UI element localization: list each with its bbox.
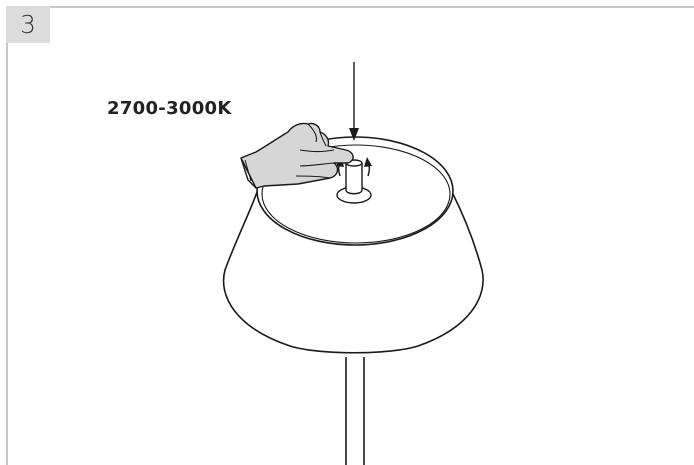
press-down-arrow-icon	[349, 62, 359, 141]
lamp-pole	[345, 357, 365, 465]
touch-knob	[336, 159, 372, 204]
step-number: 3	[20, 10, 36, 39]
illustration-frame	[6, 6, 694, 465]
step-number-badge: 3	[6, 6, 50, 43]
color-temperature-label: 2700-3000K	[107, 98, 232, 119]
gloved-hand-icon	[240, 122, 354, 189]
